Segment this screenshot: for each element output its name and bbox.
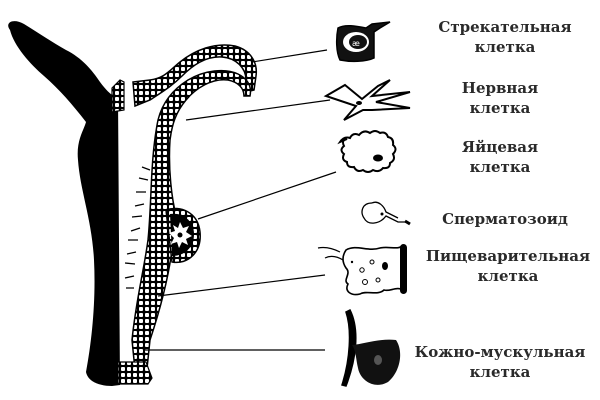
svg-text:æ: æ bbox=[352, 39, 360, 48]
ovary-bump bbox=[165, 207, 201, 264]
foot-tissue bbox=[117, 361, 153, 385]
leader-line-egg-cell bbox=[197, 171, 337, 220]
leader-line-nerve-cell bbox=[185, 99, 331, 121]
label-skin-muscle-cell: Кожно-мускульная клетка bbox=[414, 343, 586, 381]
body-wall-endoderm bbox=[131, 69, 252, 381]
label-sperm: Сперматозоид bbox=[442, 210, 568, 228]
label-egg-cell: Яйцевая клетка bbox=[461, 138, 539, 176]
hydra-body-silhouette bbox=[8, 21, 120, 386]
ectoderm-fringe bbox=[124, 166, 151, 289]
digestive-cell-icon bbox=[317, 244, 407, 296]
leader-line-digestive-cell bbox=[157, 274, 326, 297]
skin-muscle-cell-icon bbox=[341, 308, 401, 387]
label-stinging-cell: Стрекательная клетка bbox=[438, 18, 572, 56]
leader-line-stinging-cell bbox=[251, 49, 328, 63]
tentacle-stub bbox=[111, 79, 125, 113]
label-nerve-cell: Нервная клетка bbox=[461, 79, 539, 117]
egg-cell-icon bbox=[337, 130, 397, 173]
leader-lines bbox=[145, 49, 337, 351]
label-digestive-cell: Пищеварительная клетка bbox=[425, 247, 591, 285]
sperm-icon bbox=[361, 201, 411, 226]
stinging-cell-icon: æ bbox=[335, 21, 391, 63]
nerve-cell-icon bbox=[323, 79, 411, 121]
